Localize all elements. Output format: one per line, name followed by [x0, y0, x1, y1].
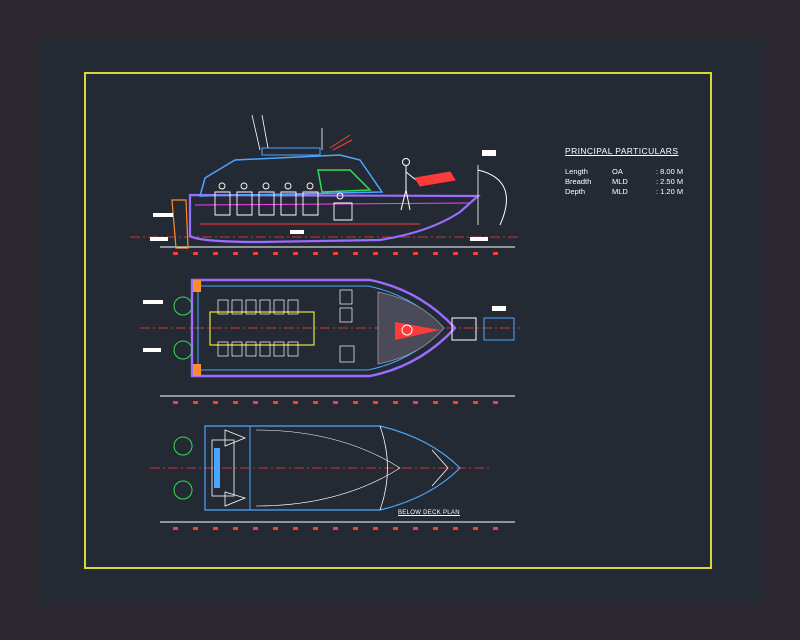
side-cabin: [199, 154, 384, 197]
deck-label-3: [492, 306, 506, 311]
particular-value-length: : 8.00 M: [656, 167, 684, 176]
below-fitting-1: [224, 429, 247, 447]
drawing-border-frame: [84, 72, 712, 569]
side-label-1: [153, 213, 173, 217]
particular-value-depth: : 1.20 M: [656, 187, 684, 196]
side-antenna-2: [261, 114, 269, 149]
deck-outboard-starboard: [173, 340, 193, 360]
side-sheer-line: [194, 202, 471, 206]
deck-crew-figure: [401, 324, 413, 336]
particular-label-length: Length: [565, 167, 588, 176]
particular-code-depth: MLD: [612, 187, 628, 196]
deck-plan-view: [140, 278, 520, 404]
principal-particulars-title: PRINCIPAL PARTICULARS: [565, 146, 679, 156]
deck-label-2: [143, 348, 161, 352]
below-hull-outline: [204, 425, 461, 511]
below-engine-space: [211, 439, 235, 497]
below-outboard-starboard: [173, 480, 193, 500]
below-forward-curve: [379, 425, 388, 511]
side-hull: [188, 193, 481, 244]
side-label-3: [290, 230, 304, 234]
deck-label-1: [143, 300, 163, 304]
side-seats: [214, 182, 353, 221]
deck-seats: [217, 289, 355, 363]
side-flag: [329, 134, 353, 151]
below-outboard-port: [173, 436, 193, 456]
side-label-4: [482, 150, 496, 156]
side-windscreen: [317, 169, 372, 193]
particular-label-breadth: Breadth: [565, 177, 592, 186]
side-crew-figure: [400, 158, 417, 211]
below-fitting-2: [224, 491, 247, 507]
deck-station-ticks: [173, 401, 498, 404]
side-gun-mount: [414, 171, 456, 187]
side-station-ticks: [173, 252, 498, 255]
deck-gun-mount: [395, 322, 440, 340]
particular-value-breadth: : 2.50 M: [656, 177, 684, 186]
deck-stern-fitting-2: [193, 364, 201, 376]
side-label-2: [150, 237, 168, 241]
below-fuel-tank: [214, 448, 220, 488]
deck-seating-area: [209, 311, 315, 346]
deck-outboard-port: [173, 296, 193, 316]
deck-stern-fitting-1: [193, 280, 201, 292]
side-profile-view: [130, 114, 520, 255]
side-label-5: [470, 237, 488, 241]
particular-label-depth: Depth: [565, 187, 586, 196]
side-outboard-motor: [171, 199, 189, 249]
particular-code-breadth: MLD: [612, 177, 628, 186]
below-station-ticks: [173, 527, 498, 530]
side-antenna-1: [251, 114, 261, 151]
side-bow-rail: [477, 169, 507, 226]
side-roof-rack: [261, 147, 321, 156]
deck-bow-platform: [451, 317, 477, 341]
deck-bow-ladder: [483, 317, 515, 341]
particular-code-length: OA: [612, 167, 623, 176]
below-deck-plan-view: [150, 425, 515, 530]
below-tank-outline: [255, 429, 401, 507]
deck-hull-outline: [190, 278, 457, 378]
below-deck-plan-label: BELOW DECK PLAN: [398, 510, 460, 516]
below-bow-structure: [431, 449, 449, 487]
